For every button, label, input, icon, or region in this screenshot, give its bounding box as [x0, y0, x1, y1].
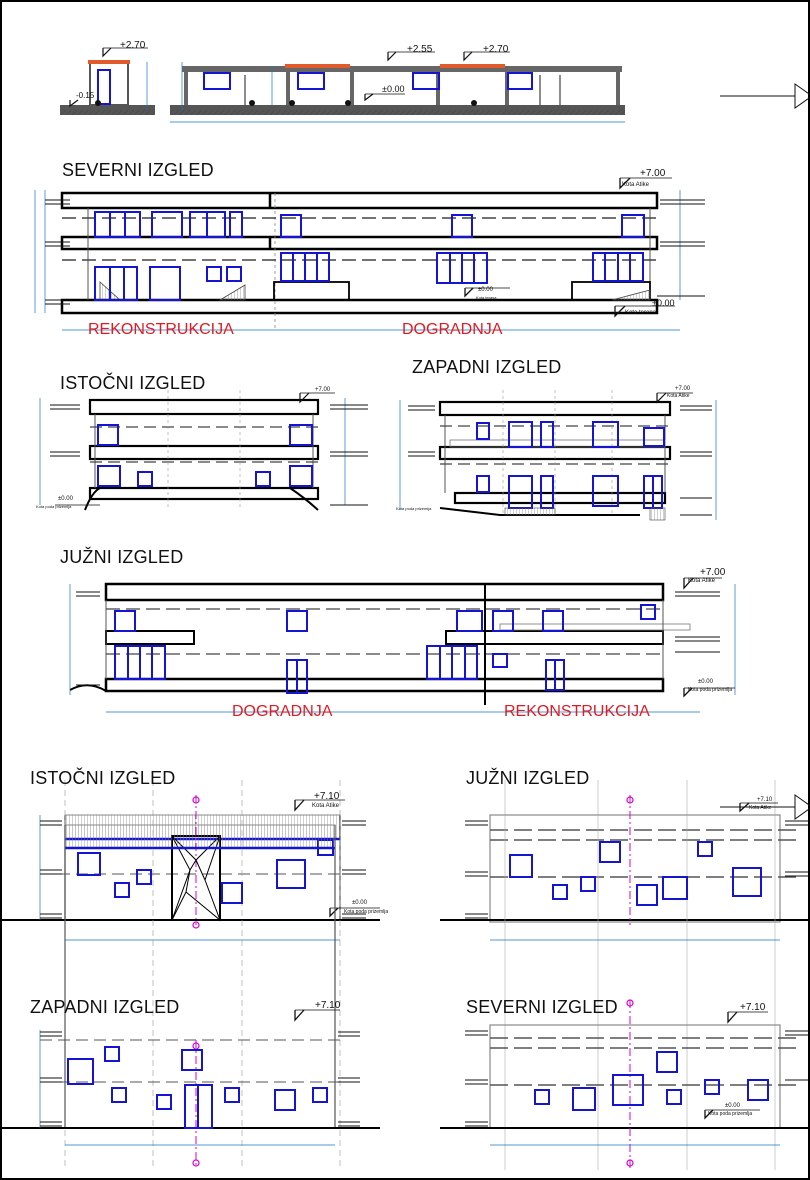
level-label: +7.00 [315, 387, 331, 393]
zone-label-reconstruction: REKONSTRUKCIJA [88, 321, 234, 338]
level-label: ±0.00 [652, 298, 675, 308]
south-elevation-2 [440, 780, 810, 1170]
level-label: +2.55 [407, 44, 433, 55]
level-note: Kota Atike [667, 393, 690, 399]
north-elevation-1 [34, 177, 705, 331]
level-note: Kota Atike [622, 182, 650, 188]
view-title: JUŽNI IZGLED [60, 547, 184, 567]
level-note: Kota poda prizemlja [344, 909, 389, 915]
level-label: +7.10 [314, 791, 340, 802]
level-note: Kota terena [625, 310, 657, 316]
zone-label-extension: DOGRADNJA [232, 703, 333, 720]
level-note: Kota Atike [312, 803, 340, 809]
level-label: ±0.00 [725, 1103, 740, 1109]
top-section-strip [60, 47, 625, 123]
level-label: -0.15 [76, 91, 95, 100]
view-title: ISTOČNI IZGLED [60, 373, 206, 393]
view-title: JUŽNI IZGLED [466, 768, 590, 788]
level-note: Kota poda prizemlja [396, 506, 432, 511]
level-label: +7.00 [675, 386, 691, 392]
view-title: SEVERNI IZGLED [62, 160, 214, 180]
level-label: +7.00 [640, 168, 666, 179]
level-note: Kota poda prizemlja [688, 687, 733, 693]
view-title: ZAPADNI IZGLED [30, 997, 180, 1017]
level-label: ±0.00 [478, 287, 493, 293]
level-label: +7.10 [757, 797, 773, 803]
level-label: ±0.00 [352, 900, 367, 906]
level-note: Kota Atike [749, 805, 772, 811]
south-elevation-1 [69, 577, 736, 713]
direction-arrow-icon-2 [720, 794, 810, 820]
level-note: Kota Atike [688, 578, 716, 584]
west-elevation-2 [0, 824, 380, 1168]
level-label: ±0.00 [58, 496, 73, 502]
view-title: ZAPADNI IZGLED [412, 357, 562, 377]
zone-label-reconstruction: REKONSTRUKCIJA [504, 703, 650, 720]
level-label: +2.70 [483, 44, 509, 55]
level-note: Kota poda prizemlja [708, 1111, 753, 1117]
zone-label-extension: DOGRADNJA [402, 321, 503, 338]
east-elevation-1 [39, 390, 368, 511]
level-note: Kota terasa [476, 295, 497, 300]
level-note: Kota poda prizemlja [36, 504, 72, 509]
north-elevation-2 [440, 999, 810, 1170]
west-elevation-1 [399, 390, 717, 521]
direction-arrow-icon [720, 83, 810, 109]
level-label: ±0.00 [698, 679, 713, 685]
level-label: ±0.00 [382, 84, 405, 94]
view-title: ISTOČNI IZGLED [30, 768, 176, 788]
level-label: +7.00 [700, 567, 726, 578]
level-label: +2.70 [120, 40, 146, 51]
view-title: SEVERNI IZGLED [466, 997, 618, 1017]
level-label: +7.10 [740, 1002, 766, 1013]
level-label: +7.10 [315, 1000, 341, 1011]
